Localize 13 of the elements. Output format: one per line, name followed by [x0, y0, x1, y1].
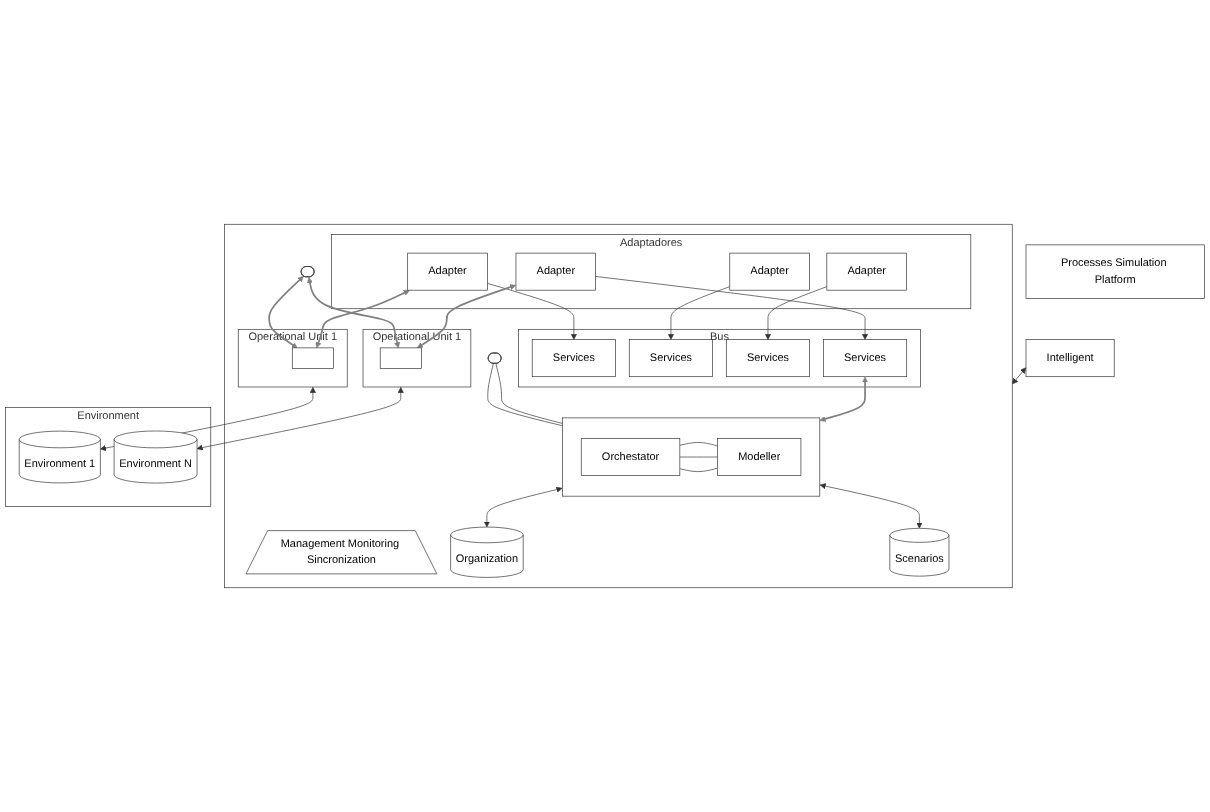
connector	[679, 442, 718, 447]
arrow	[315, 290, 410, 349]
arrow	[1012, 367, 1027, 385]
connector	[679, 467, 718, 472]
cluster	[224, 223, 1013, 589]
node-box	[379, 347, 422, 369]
connector	[679, 456, 718, 458]
cluster	[562, 417, 821, 497]
arrow	[268, 276, 304, 349]
arrow	[306, 277, 400, 349]
arrow	[819, 376, 869, 422]
node-box	[291, 347, 334, 369]
arrow	[416, 284, 516, 349]
